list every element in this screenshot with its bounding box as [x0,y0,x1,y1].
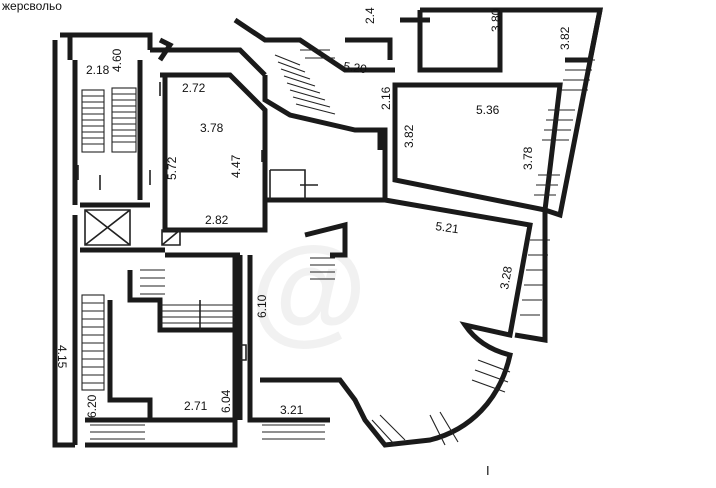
dimension-label: 3.82 [402,124,416,148]
side-fragment-2: 2.4 [363,7,377,24]
dimension-label: 5.21 [435,219,460,236]
top-corridor [233,17,430,203]
dimension-label: 5.72 [165,156,179,180]
dimension-label: 6.20 [85,394,99,418]
dimension-label: 4.47 [229,154,243,178]
section-mark: I [486,463,490,478]
dimension-label: 3.78 [521,146,535,170]
dimension-labels: 2.18 4.60 2.72 3.78 5.72 4.47 2.82 5.20 … [85,8,572,418]
left-stair-block [52,32,238,448]
door-marks [77,82,318,330]
dimension-label: 5.20 [343,59,368,76]
dimension-label: 2.82 [205,213,229,227]
dimension-label: 2.71 [184,399,208,413]
side-fragment-1: 4.15 [55,345,69,369]
dimension-label: 3.82 [558,26,572,50]
dimension-label: 3.21 [280,403,304,417]
central-rooms [127,47,268,420]
dimension-label: 2.16 [379,86,393,110]
dimension-label: 3.80 [489,8,503,32]
dimension-label: 3.28 [497,265,515,291]
dimension-label: 2.18 [86,63,110,77]
dimension-label: 2.72 [182,81,206,95]
dimension-label: 4.60 [110,48,124,72]
dimension-label: 6.10 [255,294,269,318]
top-left-caption: жерсвольо [2,0,62,13]
dimension-label: 6.04 [219,389,233,413]
dimension-label: 3.78 [200,121,224,135]
watermark: @ [250,222,367,356]
dimension-label: 5.36 [476,103,500,117]
lower-hall [90,197,550,448]
